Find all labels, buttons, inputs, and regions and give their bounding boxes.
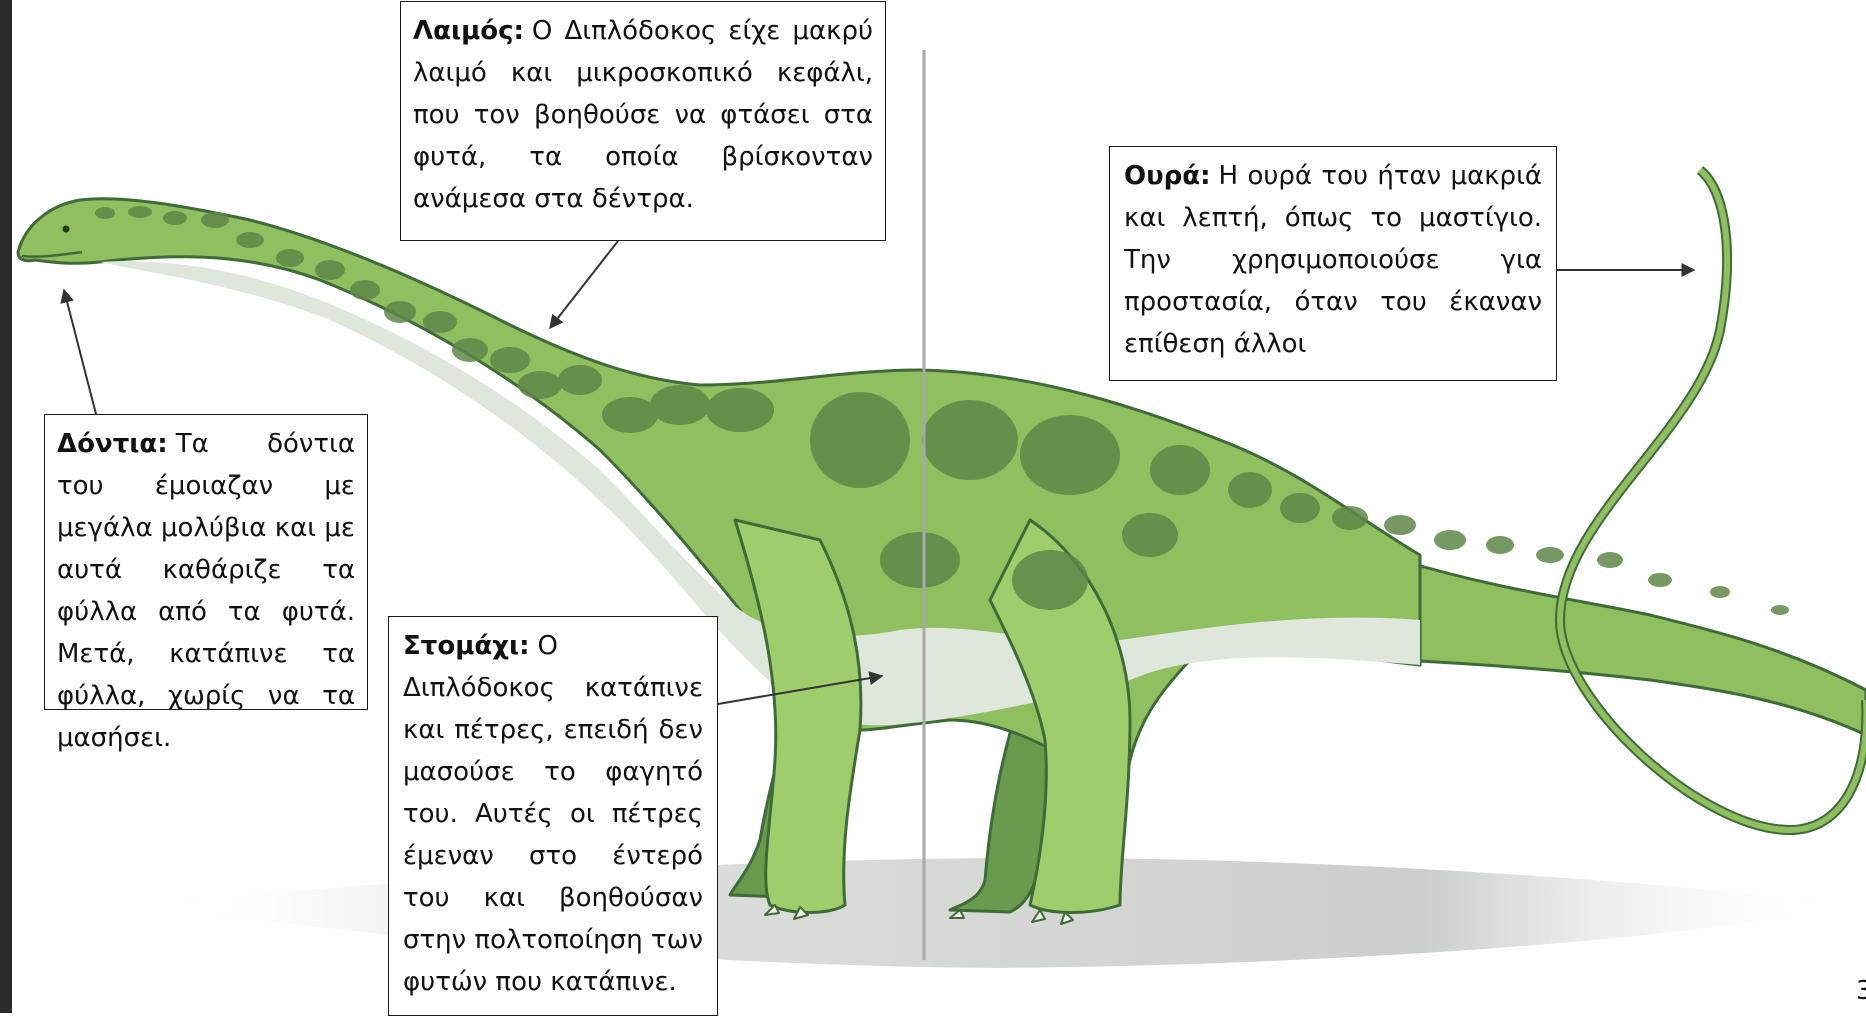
tail: [1400, 560, 1866, 735]
eye: [63, 226, 70, 233]
callout-teeth-text: Τα δόντια του έμοιαζαν με μεγάλα μολύβια…: [57, 429, 355, 753]
callout-neck-term: Λαιμός:: [413, 16, 524, 46]
callout-stomach-term: Στομάχι:: [403, 631, 530, 661]
page-number: 3: [1856, 976, 1866, 1006]
callout-tail: Ουρά:Η ουρά του ήταν μακριά και λεπτή, ό…: [1109, 146, 1557, 381]
callout-stomach-text: Ο Διπλόδοκος κατάπινε και πέτρες, επειδή…: [403, 631, 703, 997]
callout-neck: Λαιμός:Ο Διπλόδοκος είχε μακρύ λαιμό και…: [400, 1, 886, 241]
callout-stomach: Στομάχι:Ο Διπλόδοκος κατάπινε και πέτρες…: [388, 616, 718, 1016]
teeth-arrow: [64, 290, 96, 414]
neck-arrow: [550, 241, 618, 328]
callout-teeth: Δόντια:Τα δόντια του έμοιαζαν με μεγάλα …: [44, 414, 368, 710]
callout-teeth-term: Δόντια:: [57, 429, 168, 459]
callout-tail-term: Ουρά:: [1124, 161, 1211, 191]
